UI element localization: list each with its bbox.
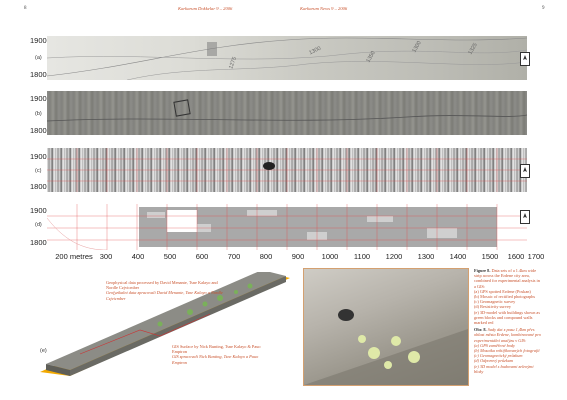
north-arrow-icon bbox=[520, 52, 530, 66]
figure-caption-item: (e) 3D-model with buildings shown as gre… bbox=[474, 309, 540, 326]
figure-caption-text-alt: Sady dat z pasu 1,4km přes oblast města … bbox=[474, 327, 541, 343]
strip-d-y-bottom: 1800 bbox=[30, 238, 47, 247]
strip-a-elevation: 1300 1275 1350 1300 1325 bbox=[47, 36, 527, 80]
x-axis-label: 200 metres bbox=[55, 252, 93, 261]
strip-b-y-top: 1900 bbox=[30, 94, 47, 103]
x-axis-label: 1500 bbox=[481, 252, 499, 261]
x-axis-label: 1300 bbox=[417, 252, 435, 261]
figure-caption-item: (d) Resistivity survey bbox=[474, 304, 511, 310]
caption-gis-alt: GIS zpracovali Nick Bunting, Tsne Kalayo… bbox=[172, 354, 259, 365]
figure-caption-title-alt: Obr. 8. bbox=[474, 327, 487, 333]
x-axis-label: 1700 bbox=[527, 252, 545, 261]
figure-caption-item-alt: (a) GPS zaměřené body bbox=[474, 342, 515, 348]
x-axis-label: 300 bbox=[99, 252, 113, 261]
3d-model-illustration bbox=[40, 272, 290, 376]
strip-c-y-top: 1900 bbox=[30, 152, 47, 161]
x-axis-label: 800 bbox=[259, 252, 273, 261]
strip-a-y-top: 1900 bbox=[30, 36, 47, 45]
strip-b-label: (b) bbox=[35, 111, 42, 117]
page-number-right: 9 bbox=[542, 6, 545, 11]
x-axis-label: 1200 bbox=[385, 252, 403, 261]
strip-c-label: (c) bbox=[35, 168, 42, 174]
x-axis-label: 900 bbox=[291, 252, 305, 261]
strip-d-label: (d) bbox=[35, 222, 42, 228]
north-arrow-icon bbox=[520, 164, 530, 178]
caption-geophysics-en: Geophysical data processed by David Mena… bbox=[106, 280, 218, 291]
north-arrow-icon bbox=[520, 210, 530, 224]
x-axis-label: 1600 bbox=[507, 252, 525, 261]
figure-caption-item-alt: (c) Geomagnetický průzkum bbox=[474, 353, 523, 359]
strip-c-grid bbox=[47, 148, 527, 192]
page-number-left: 8 bbox=[24, 6, 27, 11]
strip-d-overlay bbox=[47, 204, 527, 250]
running-header-right: Karkarum News 9 – 2006 bbox=[300, 6, 348, 11]
site-photo bbox=[303, 268, 469, 386]
strip-b-photo-mosaic bbox=[47, 91, 527, 135]
figure-caption-item-alt: (b) Mozaika rektifikovaných fotografií bbox=[474, 348, 540, 354]
figure-caption-item: (b) Mosaic of rectified photographs bbox=[474, 294, 536, 300]
figure-caption-item: (a) GPS spotted Erdene (Poskan) bbox=[474, 288, 531, 294]
caption-geophysics: Geophysical data processed by David Mena… bbox=[106, 280, 226, 301]
figure-caption: Figure 8. Data sets of a 1.4km wide stri… bbox=[474, 268, 542, 374]
figure-caption-item: (c) Geomagnetic survey bbox=[474, 299, 516, 305]
strip-a-overlay bbox=[47, 37, 527, 80]
panel-e-label: (e) bbox=[40, 348, 47, 354]
caption-gis: GIS Surface by Nick Bunting, Tsne Kalayo… bbox=[172, 344, 264, 365]
strip-d-resistivity bbox=[47, 204, 527, 250]
figure-caption-item-alt: (e) 3D model s budovami zelenými bloky bbox=[474, 363, 534, 374]
strip-b-y-bottom: 1800 bbox=[30, 126, 47, 135]
figure-caption-item-alt: (d) Odporový průzkum bbox=[474, 358, 513, 364]
x-axis-label: 600 bbox=[195, 252, 209, 261]
strip-c-y-bottom: 1800 bbox=[30, 182, 47, 191]
x-axis-label: 500 bbox=[163, 252, 177, 261]
running-header-left: Karkarum Dokkelar 9 – 2006 bbox=[178, 6, 233, 11]
x-axis-label: 1400 bbox=[449, 252, 467, 261]
strip-c-geomagnetic bbox=[47, 148, 527, 192]
figure-caption-title: Figure 8. bbox=[474, 268, 491, 273]
x-axis-label: 700 bbox=[227, 252, 241, 261]
strip-a-label: (a) bbox=[35, 55, 42, 61]
strip-d-y-top: 1900 bbox=[30, 206, 47, 215]
site-photo-overlay bbox=[304, 309, 468, 385]
x-axis-label: 400 bbox=[131, 252, 145, 261]
x-axis-label: 1000 bbox=[321, 252, 339, 261]
caption-gis-en: GIS Surface by Nick Bunting, Tsne Kalayo… bbox=[172, 344, 261, 355]
figure-caption-text: Data sets of a 1.4km wide strip across t… bbox=[474, 268, 540, 289]
strip-b-overlay bbox=[47, 91, 527, 135]
caption-geophysics-alt: Geofyzikalni data zpracovali David Menan… bbox=[106, 290, 223, 301]
strip-a-y-bottom: 1800 bbox=[30, 70, 47, 79]
x-axis-label: 1100 bbox=[353, 252, 371, 261]
